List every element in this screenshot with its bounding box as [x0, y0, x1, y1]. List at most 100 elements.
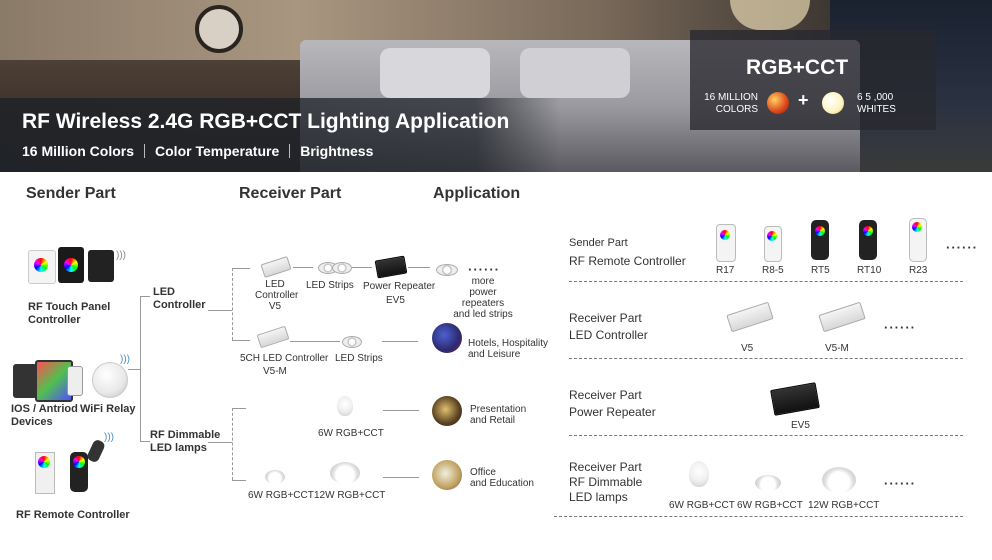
pillow [520, 48, 630, 98]
connector [232, 268, 250, 269]
downlight-12w [822, 467, 856, 493]
led-strips-label: LED Strips [306, 280, 354, 291]
downlight-6w [755, 475, 781, 491]
r4-line-3: LED lamps [569, 490, 628, 504]
downlight-12w [330, 462, 360, 484]
connector [128, 369, 140, 370]
whites-line-1: 6 5 ,000 [857, 92, 894, 103]
office-line-2: and Education [470, 478, 534, 489]
connector [383, 477, 419, 478]
divider [554, 516, 963, 517]
touch-panels: ))) [28, 247, 126, 284]
plus-sign: + [798, 90, 809, 110]
r1-dots: ······ [946, 240, 978, 255]
v5m-label: V5-M [263, 366, 287, 377]
controller-v5 [726, 301, 774, 333]
wifi-relay-label: WiFi Relay [80, 403, 136, 415]
more-line-2: power repeaters [461, 287, 505, 309]
lamp-label-2: 6W RGB+CCT [737, 500, 803, 511]
million-line-2: COLORS [715, 104, 758, 115]
r2-line-1: Receiver Part [569, 311, 642, 325]
lamp-label-3: 12W RGB+CCT [808, 500, 880, 511]
connector [232, 268, 233, 340]
divider [569, 358, 963, 359]
mobile-devices [13, 360, 83, 402]
rc-line-1: LED [265, 279, 285, 290]
connector [232, 480, 246, 481]
color-wheel-icon [34, 258, 48, 272]
signal-icon: ))) [120, 354, 130, 365]
whites-line-2: WHITES [857, 104, 896, 115]
phone [67, 366, 83, 396]
led-branch-line-2: Controller [153, 299, 206, 311]
5ch-led-controller [256, 325, 290, 349]
lamp-12w-label: 12W RGB+CCT [314, 490, 386, 501]
rgb-cct-title: RGB+CCT [746, 56, 849, 79]
power-repeater [374, 255, 408, 279]
connector [208, 442, 232, 443]
wall-picture [195, 5, 243, 53]
connector [293, 267, 313, 268]
divider [569, 281, 963, 282]
ios-line-1: IOS / Antriod [11, 403, 78, 415]
remote-label-r8-5: R8-5 [762, 265, 784, 276]
connector [140, 296, 141, 441]
color-wheel-icon [912, 222, 922, 232]
sender-header: Sender Part [26, 185, 116, 202]
bulb-6w [689, 461, 709, 487]
ctrl-label-v5: V5 [741, 343, 754, 354]
rf-branch-line-1: RF Dimmable [150, 429, 221, 441]
bulb-6w-label: 6W RGB+CCT [318, 428, 384, 439]
office-icon [432, 460, 462, 490]
more-line-1: more [471, 276, 495, 287]
color-wheel-icon [38, 456, 50, 468]
black-panel [88, 250, 114, 282]
office-line-1: Office [470, 467, 496, 478]
pillow [380, 48, 490, 98]
5ch-controller-label: 5CH LED Controller [240, 353, 329, 364]
led-strip-roll [436, 264, 458, 276]
color-ball-icon [767, 92, 789, 114]
led-strip-roll [342, 336, 362, 348]
r3-line-2: Power Repeater [569, 405, 656, 419]
more-line-3: and led strips [453, 309, 513, 320]
feature-colors: 16 Million Colors [22, 143, 135, 159]
signal-icon: ))) [116, 250, 126, 261]
r4-line-1: Receiver Part [569, 460, 642, 474]
pres-line-2: and Retail [470, 415, 516, 426]
hotels-line-1: Hotels, Hospitality [468, 338, 549, 349]
connector [383, 410, 419, 411]
connector [232, 340, 250, 341]
million-line-1: 16 MILLION [704, 92, 758, 103]
remote-label-r17: R17 [716, 265, 735, 276]
connector [232, 408, 233, 480]
color-wheel-icon [64, 258, 78, 272]
feature-temperature: Color Temperature [155, 143, 280, 159]
downlight-6w [265, 470, 285, 484]
application-header: Application [433, 185, 521, 202]
r3-line-1: Receiver Part [569, 388, 642, 402]
color-wheel-icon [73, 456, 85, 468]
hotel-icon [432, 323, 462, 353]
connector [352, 267, 372, 268]
color-wheel-icon [815, 226, 825, 236]
connector [382, 341, 418, 342]
hero-banner [0, 0, 992, 172]
rgb-cct-panel [690, 30, 936, 130]
pres-line-1: Presentation [470, 404, 527, 415]
rc-line-3: V5 [268, 301, 282, 312]
feature-brightness: Brightness [300, 143, 374, 159]
page-title: RF Wireless 2.4G RGB+CCT Lighting Applic… [22, 110, 510, 133]
divider [569, 435, 963, 436]
phone [13, 364, 37, 398]
